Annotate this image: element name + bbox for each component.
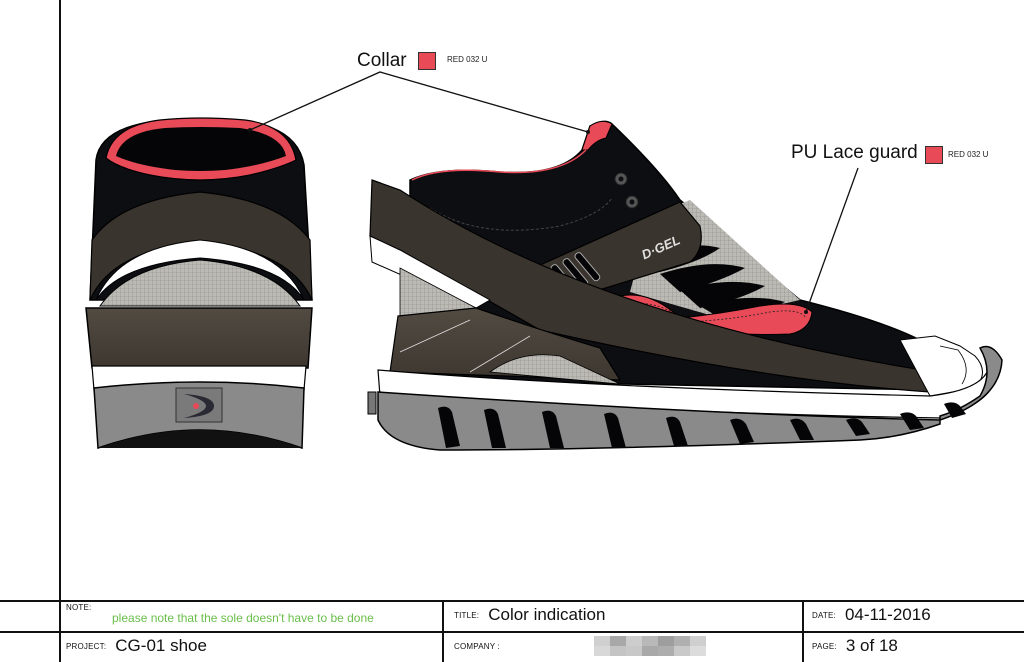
title-block-middle-rule	[0, 631, 1024, 633]
project-value: CG-01 shoe	[115, 636, 207, 655]
title-block-divider-2	[802, 600, 804, 662]
collar-color-swatch	[418, 52, 436, 70]
note-value: please note that the sole doesn't have t…	[112, 611, 374, 625]
date-key: DATE:	[812, 610, 836, 620]
title-block-top-rule	[0, 600, 1024, 602]
side-view: D·GEL	[367, 120, 1003, 451]
shoe-drawing: D·GEL	[85, 71, 1003, 451]
lace-guard-color-code: RED 032 U	[948, 150, 989, 159]
title-value: Color indication	[488, 605, 606, 624]
sheet-left-border	[59, 0, 61, 662]
date-cell: DATE: 04-11-2016	[812, 603, 931, 627]
company-cell: COMPANY :	[454, 634, 500, 658]
note-key: NOTE:	[66, 603, 92, 612]
callout-collar-label: Collar	[357, 50, 407, 71]
page-value: 3 of 18	[845, 636, 898, 655]
lace-guard-color-swatch	[925, 146, 943, 164]
rear-view	[85, 117, 313, 450]
title-key: TITLE:	[454, 610, 480, 620]
title-block-divider-1	[442, 600, 444, 662]
date-value: 04-11-2016	[844, 605, 931, 624]
company-key: COMPANY :	[454, 641, 500, 651]
title-cell: TITLE: Color indication	[454, 603, 605, 627]
logo-box	[175, 387, 223, 423]
callout-lace-guard-label: PU Lace guard	[791, 142, 918, 163]
callout-anchor-dots	[248, 128, 808, 314]
note-cell: NOTE:	[66, 603, 91, 612]
collar-color-code: RED 032 U	[447, 55, 488, 64]
project-cell: PROJECT: CG-01 shoe	[66, 634, 207, 658]
page-key: PAGE:	[812, 641, 837, 651]
project-key: PROJECT:	[66, 641, 107, 651]
callout-lines	[249, 71, 859, 313]
company-value-redacted	[594, 636, 706, 656]
page-cell: PAGE: 3 of 18	[812, 634, 898, 658]
